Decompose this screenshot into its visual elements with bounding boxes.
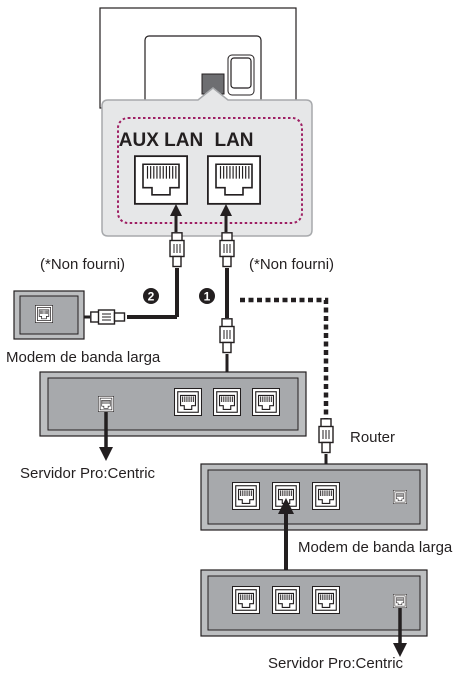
router-label: Router: [350, 429, 395, 446]
aux-lan-label: AUX LAN: [119, 130, 203, 151]
broadband-modem-left: [13, 290, 85, 340]
svg-text:1: 1: [204, 290, 211, 304]
lan-label: LAN: [214, 130, 253, 151]
broadband-modem-right: [200, 463, 428, 531]
aux-lan-port: [134, 155, 188, 205]
lan-port: [207, 155, 261, 205]
modem-left-label: Modem de banda larga: [6, 349, 161, 366]
not-supplied-label-left: (*Non fourni): [40, 256, 125, 273]
cable-lan-router-alternative: [240, 297, 329, 420]
svg-text:2: 2: [148, 290, 155, 304]
badge-1: 1: [199, 288, 215, 304]
server-right-label: Servidor Pro:Centric: [268, 655, 404, 672]
tv-back-panel: [99, 7, 297, 109]
pro-centric-server-right: [200, 569, 428, 657]
server-left-label: Servidor Pro:Centric: [20, 465, 156, 482]
cable-lan: [219, 204, 235, 400]
not-supplied-label-right: (*Non fourni): [249, 256, 334, 273]
badge-2: 2: [143, 288, 159, 304]
pro-centric-server-left: [39, 371, 307, 461]
port-highlight-outline: [117, 117, 303, 224]
modem-right-label: Modem de banda larga: [298, 539, 453, 556]
